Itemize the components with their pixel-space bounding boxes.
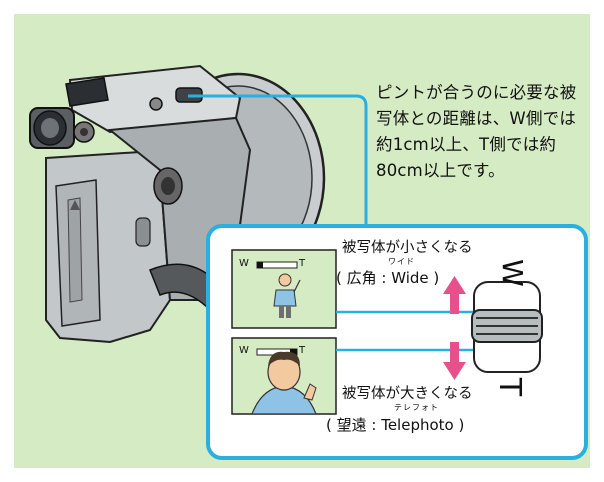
lcd-panel	[65, 77, 109, 107]
tele-mode-label: ( 望遠 : Telephoto )	[326, 416, 465, 434]
wide-scale-t: T	[299, 258, 306, 269]
wide-thumbnail	[231, 249, 337, 329]
tele-scale-t: T	[299, 345, 306, 356]
wide-mode-label: ( 広角 : Wide )	[336, 269, 440, 287]
tele-scale-w: W	[239, 345, 249, 356]
focus-distance-note: ピントが合うのに必要な被写体との距離は、W側では約1cm以上、T側では約80cm…	[376, 83, 577, 180]
t-marker: T	[492, 377, 528, 397]
wide-label: 被写体が小さくなる	[342, 240, 473, 256]
callout-line	[188, 94, 368, 228]
tele-thumbnail	[231, 337, 337, 415]
zoom-lever	[471, 281, 543, 373]
w-marker: W	[495, 259, 529, 287]
wide-ruby: ワイド	[388, 257, 415, 266]
wide-scale-w: W	[239, 258, 249, 269]
wide-arrow	[443, 276, 466, 314]
tele-label: 被写体が大きくなる	[342, 386, 473, 402]
tele-ruby: テレフォト	[394, 403, 439, 412]
tele-arrow	[443, 342, 466, 380]
